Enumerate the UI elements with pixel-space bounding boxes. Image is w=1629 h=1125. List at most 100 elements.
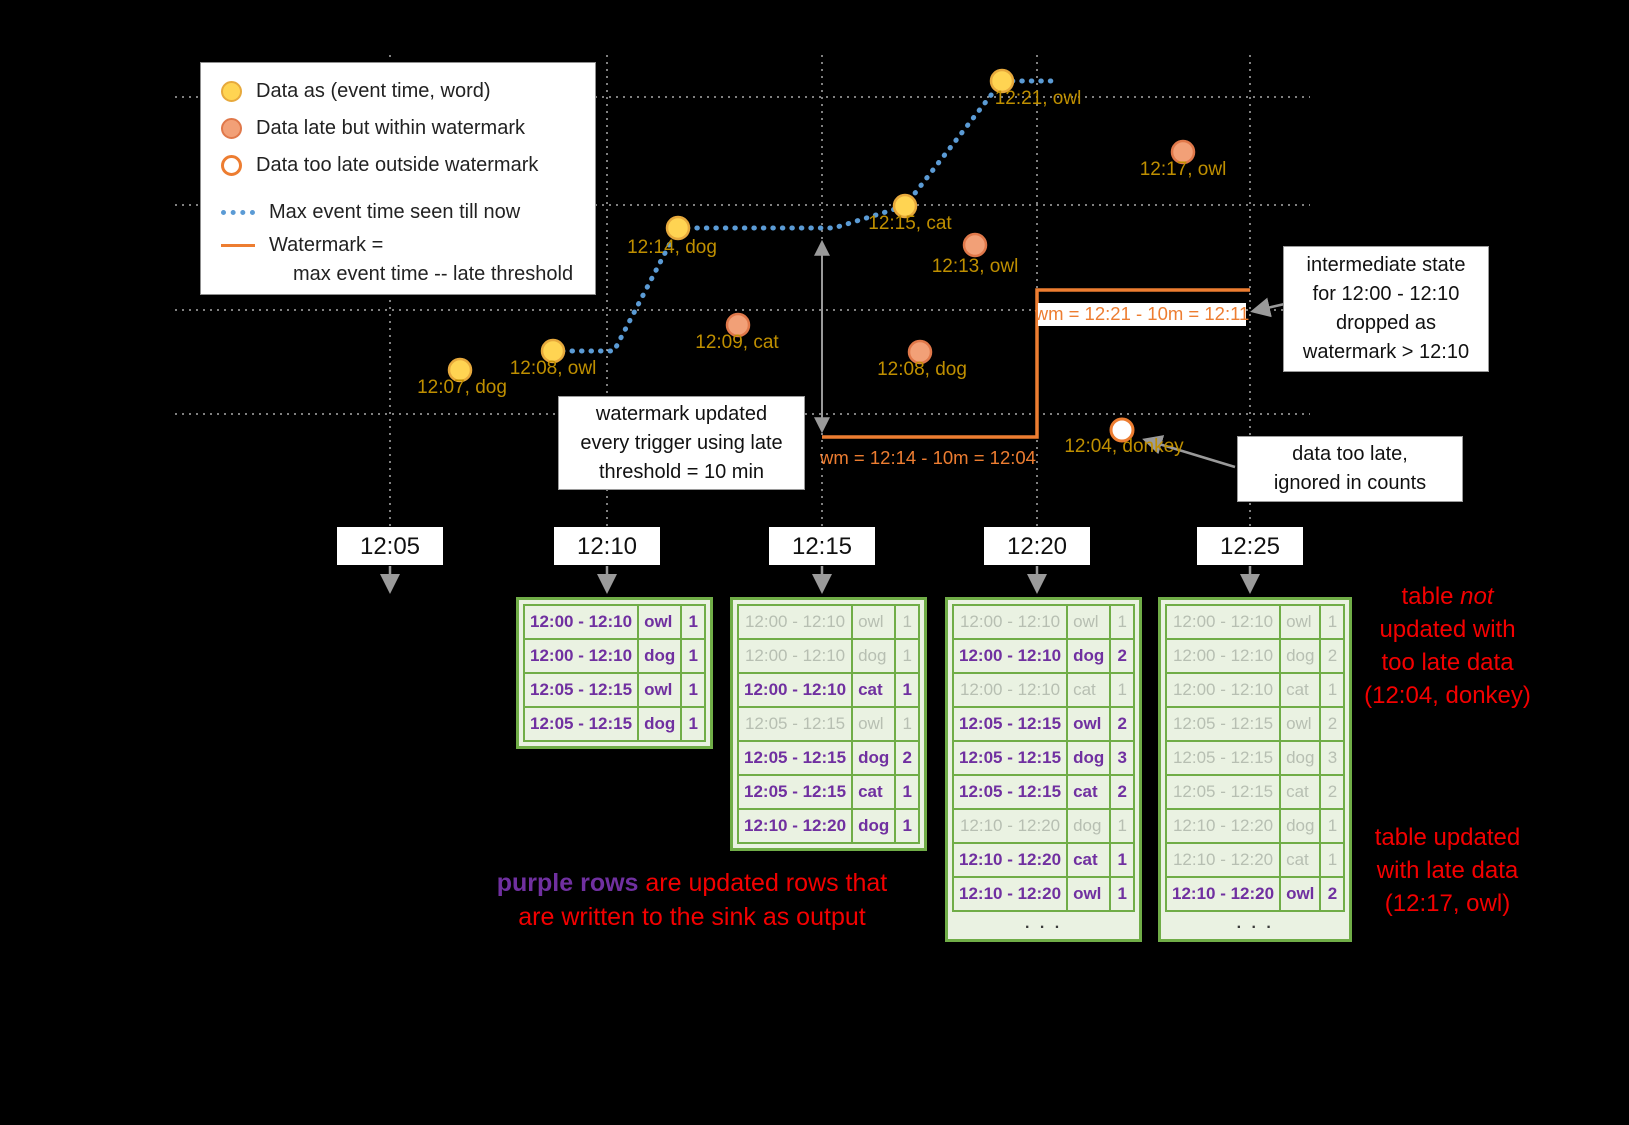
intermediate-state-note: intermediate state for 12:00 - 12:10 dro… bbox=[1283, 246, 1489, 372]
cell-window: 12:05 - 12:15 bbox=[522, 672, 640, 708]
cell-count: 1 bbox=[1319, 808, 1346, 844]
data-point-label: 12:15, cat bbox=[868, 213, 952, 234]
cell-window: 12:00 - 12:10 bbox=[951, 672, 1069, 708]
trigger-time-label: 12:20 bbox=[1007, 533, 1067, 560]
trigger-time-box bbox=[337, 527, 443, 565]
cell-window: 12:10 - 12:20 bbox=[1164, 876, 1282, 912]
legend: Data as (event time, word) Data late but… bbox=[200, 62, 596, 295]
watermark-line-icon bbox=[221, 244, 255, 247]
cell-count: 1 bbox=[894, 808, 921, 844]
cell-count: 1 bbox=[680, 706, 707, 742]
cell-window: 12:10 - 12:20 bbox=[951, 808, 1069, 844]
cell-window: 12:00 - 12:10 bbox=[1164, 672, 1282, 708]
trigger-time-label: 12:10 bbox=[577, 533, 637, 560]
ellipsis-row: . . . bbox=[1166, 911, 1344, 935]
purple-rows-highlight: purple rows bbox=[496, 869, 639, 897]
cell-count: 1 bbox=[680, 638, 707, 674]
cell-count: 1 bbox=[1109, 604, 1136, 640]
ellipsis-row: . . . bbox=[953, 911, 1134, 935]
cell-count: 1 bbox=[680, 604, 707, 640]
cell-window: 12:00 - 12:10 bbox=[736, 672, 854, 708]
cell-word: owl bbox=[1066, 876, 1112, 912]
note-line: (12:17, owl) bbox=[1384, 890, 1511, 917]
cell-window: 12:10 - 12:20 bbox=[1164, 808, 1282, 844]
cell-count: 1 bbox=[1319, 842, 1346, 878]
cell-count: 2 bbox=[1319, 774, 1346, 810]
legend-item-max-event-line: Max event time seen till now bbox=[221, 194, 595, 231]
cell-window: 12:10 - 12:20 bbox=[951, 876, 1069, 912]
legend-label: Max event time seen till now bbox=[269, 201, 521, 223]
note-italic: not bbox=[1460, 583, 1494, 610]
data-point-label: 12:07, dog bbox=[417, 377, 507, 398]
cell-word: owl bbox=[1066, 706, 1112, 742]
trigger-time-box bbox=[984, 527, 1090, 565]
wm-formula-label: wm = 12:21 - 10m = 12:11 bbox=[1034, 303, 1250, 324]
cell-count: 1 bbox=[894, 604, 921, 640]
cell-word: owl bbox=[637, 604, 683, 640]
late-point-icon bbox=[221, 118, 242, 139]
cell-word: owl bbox=[851, 706, 897, 742]
cell-count: 2 bbox=[1109, 706, 1136, 742]
cell-count: 2 bbox=[894, 740, 921, 776]
data-point-label: 12:08, dog bbox=[877, 359, 967, 380]
cell-count: 1 bbox=[894, 672, 921, 708]
data-point-late bbox=[1170, 139, 1196, 165]
note-line: table not bbox=[1350, 580, 1545, 613]
legend-item-toolate: Data too late outside watermark bbox=[221, 147, 595, 184]
cell-window: 12:00 - 12:10 bbox=[736, 638, 854, 674]
trigger-time-box bbox=[1197, 527, 1303, 565]
note-line: data too late, bbox=[1292, 443, 1408, 465]
watermark-update-note: watermark updated every trigger using la… bbox=[558, 396, 805, 490]
cell-window: 12:00 - 12:10 bbox=[951, 604, 1069, 640]
data-point-label: 12:04, donkey bbox=[1064, 436, 1184, 457]
note-line: watermark updated bbox=[595, 402, 768, 425]
trigger-time-box bbox=[769, 527, 875, 565]
ellipsis-cell: . . . bbox=[1236, 914, 1274, 932]
note-line: intermediate state bbox=[1306, 254, 1466, 276]
note-line: threshold = 10 min bbox=[598, 460, 765, 483]
data-too-late-note: data too late, ignored in counts bbox=[1237, 436, 1463, 502]
cell-word: dog bbox=[1066, 740, 1112, 776]
max-event-line-icon bbox=[221, 210, 255, 215]
note-line: are written to the sink as output bbox=[518, 903, 866, 931]
data-point-toolate bbox=[1109, 417, 1135, 443]
cell-window: 12:05 - 12:15 bbox=[736, 706, 854, 742]
data-point-label: 12:17, owl bbox=[1140, 159, 1227, 180]
legend-item-late: Data late but within watermark bbox=[221, 110, 595, 147]
cell-word: dog bbox=[851, 740, 897, 776]
data-point-label: 12:14, dog bbox=[627, 237, 717, 258]
table-not-updated-note: table not updated with too late data (12… bbox=[1350, 580, 1545, 712]
note-text: are updated rows that bbox=[638, 869, 888, 897]
legend-label: Data as (event time, word) bbox=[256, 80, 491, 102]
note-line: (12:04, donkey) bbox=[1364, 682, 1531, 709]
data-point-ontime bbox=[447, 357, 473, 383]
cell-count: 1 bbox=[1109, 672, 1136, 708]
cell-window: 12:05 - 12:15 bbox=[951, 706, 1069, 742]
data-point-ontime bbox=[989, 68, 1015, 94]
cell-window: 12:05 - 12:15 bbox=[736, 740, 854, 776]
cell-count: 1 bbox=[1319, 604, 1346, 640]
ellipsis-cell: . . . bbox=[1025, 914, 1063, 932]
cell-window: 12:10 - 12:20 bbox=[951, 842, 1069, 878]
cell-word: dog bbox=[1279, 808, 1322, 844]
cell-window: 12:05 - 12:15 bbox=[1164, 740, 1282, 776]
cell-count: 3 bbox=[1109, 740, 1136, 776]
cell-window: 12:00 - 12:10 bbox=[522, 638, 640, 674]
cell-word: owl bbox=[1279, 876, 1322, 912]
cell-window: 12:10 - 12:20 bbox=[736, 808, 854, 844]
cell-window: 12:05 - 12:15 bbox=[1164, 774, 1282, 810]
cell-window: 12:00 - 12:10 bbox=[736, 604, 854, 640]
